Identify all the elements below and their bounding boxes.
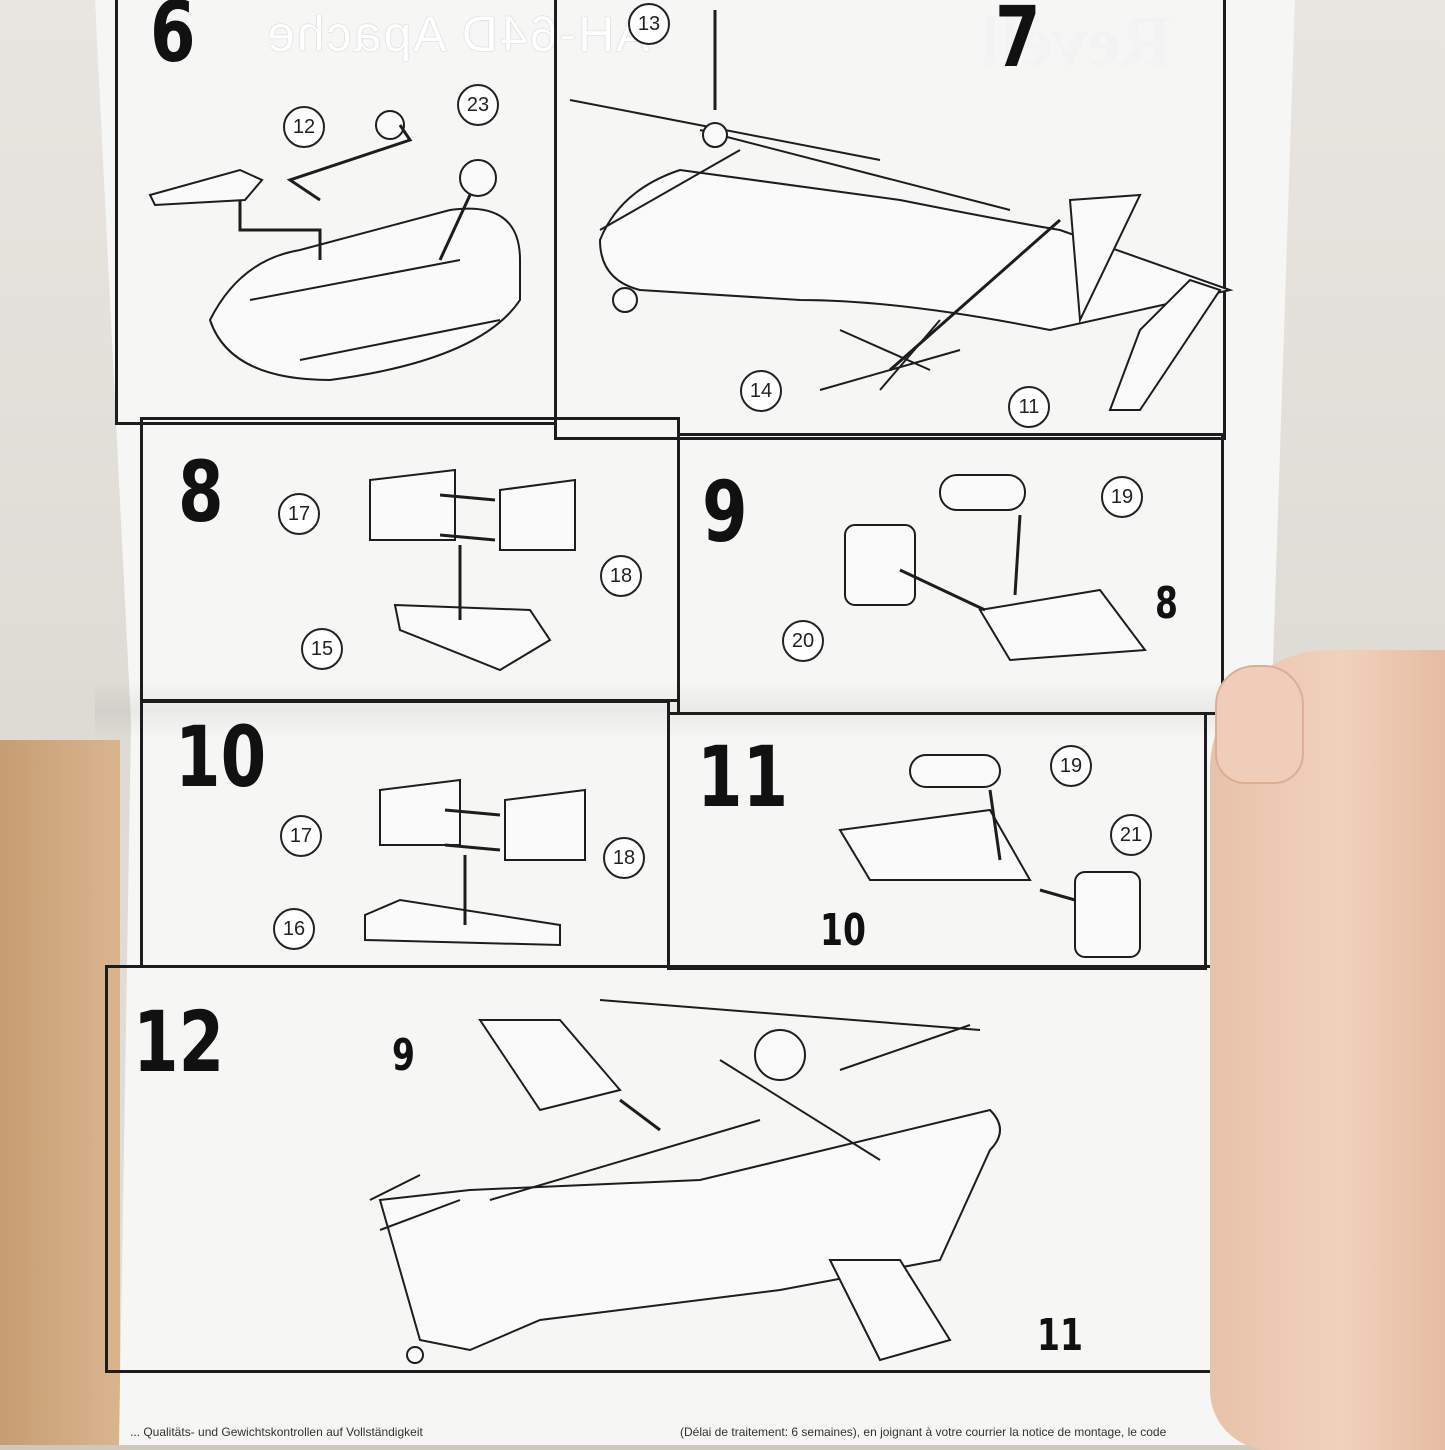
assembly-ref: 11 — [1037, 1310, 1083, 1361]
part-callout: 13 — [628, 3, 670, 45]
part-callout: 15 — [301, 628, 343, 670]
wooden-floor — [0, 740, 120, 1445]
part-callout: 11 — [1008, 386, 1050, 428]
step-number-11: 11 — [697, 728, 789, 826]
step-number-8: 8 — [178, 443, 224, 541]
part-callout: 18 — [600, 555, 642, 597]
part-callout: 21 — [1110, 814, 1152, 856]
step-number-9: 9 — [702, 463, 748, 561]
part-callout: 18 — [603, 837, 645, 879]
footer-text-right: (Délai de traitement: 6 semaines), en jo… — [680, 1425, 1167, 1439]
part-callout: 17 — [280, 815, 322, 857]
assembly-ref: 8 — [1155, 578, 1178, 629]
step-number-12: 12 — [133, 993, 225, 1091]
part-callout: 14 — [740, 370, 782, 412]
step-number-10: 10 — [175, 708, 267, 806]
part-callout: 23 — [457, 84, 499, 126]
panel-step-7 — [554, 0, 1226, 440]
assembly-ref: 10 — [820, 905, 866, 956]
step-number-6: 6 — [150, 0, 196, 81]
footer-text-left: ... Qualitäts- und Gewichtskontrollen au… — [130, 1425, 423, 1439]
sheet-fold — [95, 680, 1295, 740]
part-callout: 12 — [283, 106, 325, 148]
thumb — [1215, 665, 1304, 784]
part-callout: 19 — [1101, 476, 1143, 518]
panel-step-11 — [667, 712, 1207, 970]
part-callout: 17 — [278, 493, 320, 535]
part-callout: 19 — [1050, 745, 1092, 787]
assembly-ref: 9 — [392, 1030, 415, 1081]
part-callout: 20 — [782, 620, 824, 662]
step-number-7: 7 — [995, 0, 1041, 86]
part-callout: 16 — [273, 908, 315, 950]
